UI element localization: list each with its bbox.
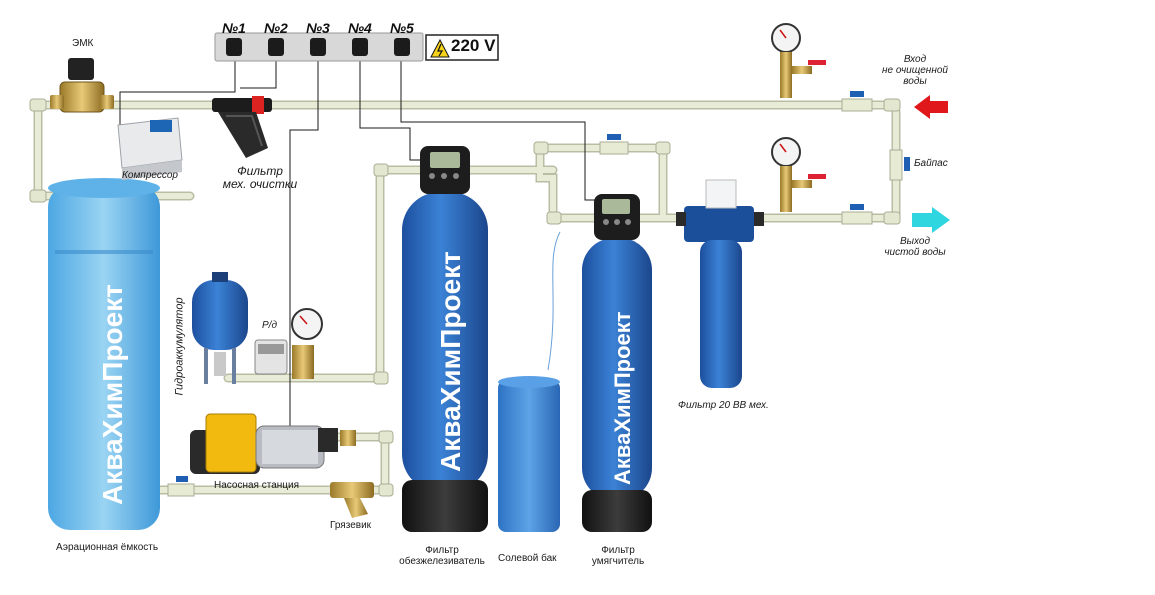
- mesh-filter: [212, 96, 272, 158]
- outlet-label: Выход чистой воды: [872, 236, 958, 258]
- voltage-label: 220 V: [451, 36, 496, 55]
- mud-trap: [330, 482, 374, 518]
- svg-text:АкваХимПроект: АкваХимПроект: [610, 311, 635, 485]
- ball-valve-bypass: [889, 149, 910, 181]
- salt-tank-label: Солевой бак: [498, 553, 557, 564]
- iron-filter-label-line1: Фильтр: [425, 545, 459, 556]
- solenoid-valve: [50, 58, 114, 113]
- iron-filter-label: Фильтр обезжелезиватель: [390, 545, 494, 567]
- outlet-label-line2: чистой воды: [884, 247, 946, 258]
- ball-valve-inlet: [841, 91, 873, 112]
- pressure-switch: [254, 308, 323, 379]
- inlet-label: Вход не очищенной воды: [872, 54, 958, 87]
- socket-label-5: №5: [390, 20, 414, 36]
- inlet-gauge-tap: [771, 23, 826, 98]
- softener-label-line2: умягчитель: [591, 556, 645, 567]
- outlet-arrow: [912, 207, 950, 233]
- socket-plugs: [226, 38, 410, 56]
- pressure-switch-label: Р/д: [262, 320, 277, 331]
- socket-label-1: №1: [222, 20, 246, 36]
- inlet-label-line2: не очищенной: [882, 65, 948, 76]
- inlet-label-line3: воды: [903, 76, 927, 87]
- bb-filter-label: Фильтр 20 ВВ мех.: [678, 400, 769, 411]
- compressor-label: Компрессор: [122, 170, 178, 181]
- svg-text:АкваХимПроект: АкваХимПроект: [97, 284, 128, 505]
- softener-label: Фильтр умягчитель: [580, 545, 656, 567]
- softener-filter: АкваХимПроект: [582, 194, 652, 532]
- iron-filter-label-line2: обезжелезиватель: [399, 556, 485, 567]
- ball-valve-tank: [167, 476, 195, 497]
- mech-filter-label-line2: мех. очистки: [222, 177, 298, 191]
- inlet-label-line1: Вход: [903, 54, 927, 65]
- ball-valve-top-loop: [599, 134, 629, 155]
- softener-label-line1: Фильтр: [601, 545, 635, 556]
- hydro-accumulator: [192, 272, 248, 384]
- svg-text:АкваХимПроект: АкваХимПроект: [435, 251, 466, 472]
- salt-tank: [498, 376, 560, 532]
- accumulator-label: Гидроаккумулятор: [173, 297, 186, 396]
- bb-filter: [676, 179, 764, 388]
- aeration-tank: АкваХимПроект: [48, 178, 160, 530]
- outlet-label-line1: Выход: [899, 236, 930, 247]
- emk-label: ЭМК: [72, 38, 94, 49]
- socket-label-2: №2: [264, 20, 288, 36]
- mech-filter-label-line1: Фильтр: [237, 164, 283, 178]
- outlet-gauge-tap: [771, 137, 826, 212]
- socket-label-4: №4: [348, 20, 372, 36]
- aeration-tank-label: Аэрационная ёмкость: [56, 542, 159, 553]
- brand-logo: АкваХимПроект: [97, 284, 128, 505]
- compressor: [117, 117, 183, 180]
- control-wires: [119, 58, 600, 430]
- mech-filter-label: Фильтр мех. очистки: [218, 165, 302, 191]
- pump-station-label: Насосная станция: [214, 480, 300, 491]
- socket-label-3: №3: [306, 20, 330, 36]
- socket-strip: [214, 32, 499, 62]
- bypass-label: Байпас: [914, 158, 948, 169]
- ball-valve-outlet: [841, 204, 873, 225]
- pump-station: [190, 413, 356, 474]
- mud-trap-label: Грязевик: [330, 520, 372, 531]
- iron-removal-filter: АкваХимПроект: [402, 146, 488, 532]
- inlet-arrow: [914, 95, 948, 119]
